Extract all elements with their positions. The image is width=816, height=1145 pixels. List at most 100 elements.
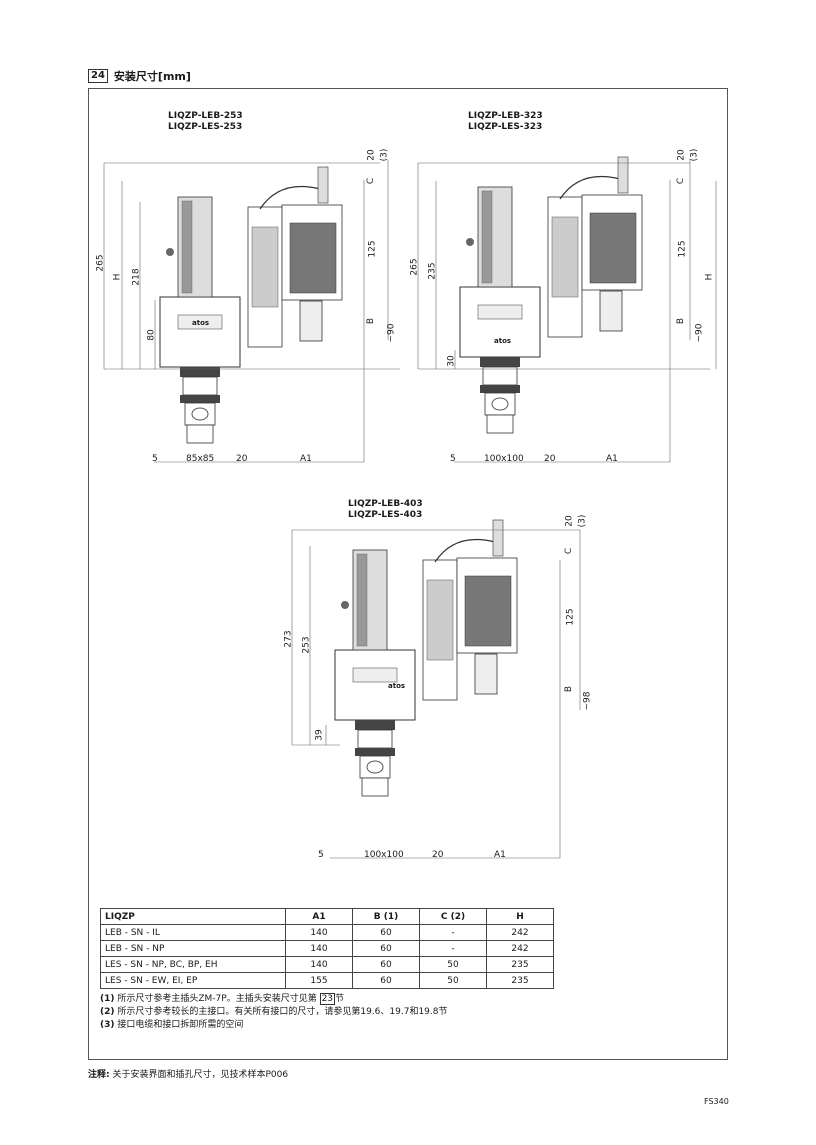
dim-b: B	[676, 317, 687, 325]
dim-h: H	[704, 273, 715, 281]
dim-base: 100x100	[364, 850, 404, 860]
dim-98: ~98	[582, 691, 593, 711]
drawing-frame	[88, 88, 728, 1060]
footnote-text: 关于安装界面和插孔尺寸，见技术样本P006	[109, 1070, 289, 1080]
dim-80: 80	[146, 329, 157, 341]
table-cell: 235	[486, 956, 554, 973]
table-cell: LES - SN - NP, BC, BP, EH	[100, 956, 286, 973]
note-suffix: 节	[335, 994, 345, 1004]
dim-20: 20	[676, 149, 687, 161]
dim-b: B	[564, 685, 575, 693]
model-name: LIQZP-LEB-253	[168, 111, 243, 121]
table-cell: 140	[285, 940, 353, 957]
table-cell: -	[419, 924, 487, 941]
dim-a1: A1	[494, 850, 506, 860]
table-cell: -	[419, 940, 487, 957]
dim-5: 5	[318, 850, 324, 860]
note-text: 所示尺寸参考较长的主接口。有关所有接口的尺寸，请参见第19.6、19.7和19.…	[114, 1007, 448, 1017]
note-prefix: (3)	[100, 1020, 115, 1030]
table-cell: 140	[285, 956, 353, 973]
note-text: 接口电缆和接口拆卸所需的空间	[114, 1020, 244, 1030]
model-name: LIQZP-LES-323	[468, 122, 543, 132]
brand-label: atos	[192, 319, 210, 327]
dim-20b: 20	[432, 850, 444, 860]
model-name: LIQZP-LEB-403	[348, 499, 423, 509]
table-cell: LEB - SN - IL	[100, 924, 286, 941]
dim-3: (3)	[689, 148, 700, 162]
dim-125: 125	[677, 240, 688, 258]
dim-20: 20	[564, 515, 575, 527]
dim-125: 125	[565, 608, 576, 626]
technical-drawings	[103, 156, 717, 859]
note-2: (2) 所示尺寸参考较长的主接口。有关所有接口的尺寸，请参见第19.6、19.7…	[100, 1006, 447, 1019]
table-cell: 155	[285, 972, 353, 989]
footnote: 注释: 关于安装界面和插孔尺寸，见技术样本P006	[88, 1067, 288, 1080]
table-header: B (1)	[352, 908, 420, 925]
dim-90: ~90	[386, 323, 397, 343]
dimension-table: LIQZP A1 B (1) C (2) H LEB - SN - IL 140…	[100, 908, 554, 989]
section-ref: 23	[319, 993, 336, 1005]
table-header-row: LIQZP A1 B (1) C (2) H	[100, 908, 554, 925]
dim-3: (3)	[379, 148, 390, 162]
section-number: 24	[88, 69, 108, 83]
dim-20b: 20	[236, 454, 248, 464]
dim-265: 265	[409, 258, 420, 276]
note-text: 所示尺寸参考主插头ZM-7P。主插头安装尺寸见第	[114, 994, 320, 1004]
note-3: (3) 接口电缆和接口拆卸所需的空间	[100, 1019, 447, 1032]
dim-273: 273	[283, 630, 294, 648]
table-cell: 50	[419, 956, 487, 973]
model-label-323: LIQZP-LEB-323 LIQZP-LES-323	[468, 111, 543, 133]
table-cell: 60	[352, 940, 420, 957]
table-row: LES - SN - EW, EI, EP 155 60 50 235	[100, 972, 554, 989]
table-header: A1	[285, 908, 353, 925]
dim-c: C	[564, 547, 575, 555]
model-name: LIQZP-LEB-323	[468, 111, 543, 121]
model-name: LIQZP-LES-403	[348, 510, 423, 520]
dim-c: C	[366, 177, 377, 185]
dim-a1: A1	[300, 454, 312, 464]
dim-235: 235	[427, 262, 438, 280]
dim-90: ~90	[694, 323, 705, 343]
table-row: LEB - SN - NP 140 60 - 242	[100, 940, 554, 957]
dim-30: 30	[446, 355, 457, 367]
table-cell: 235	[486, 972, 554, 989]
brand-label: atos	[494, 337, 512, 345]
table-cell: LEB - SN - NP	[100, 940, 286, 957]
note-prefix: (2)	[100, 1007, 115, 1017]
dim-265: 265	[95, 254, 106, 272]
dim-b: B	[366, 317, 377, 325]
dim-3: (3)	[577, 514, 588, 528]
dim-h: H	[112, 273, 123, 281]
dim-5: 5	[152, 454, 158, 464]
table-row: LEB - SN - IL 140 60 - 242	[100, 924, 554, 941]
dim-base: 85x85	[186, 454, 215, 464]
note-prefix: (1)	[100, 994, 115, 1004]
dim-a1: A1	[606, 454, 618, 464]
table-cell: 50	[419, 972, 487, 989]
table-cell: 242	[486, 924, 554, 941]
table-cell: 60	[352, 924, 420, 941]
dim-39: 39	[314, 729, 325, 741]
dim-5: 5	[450, 454, 456, 464]
dim-253: 253	[301, 636, 312, 654]
table-cell: 242	[486, 940, 554, 957]
table-cell: LES - SN - EW, EI, EP	[100, 972, 286, 989]
table-header: H	[486, 908, 554, 925]
brand-label: atos	[388, 682, 406, 690]
table-cell: 140	[285, 924, 353, 941]
dim-20b: 20	[544, 454, 556, 464]
section-header: 24 安装尺寸[mm]	[88, 68, 191, 84]
dim-218: 218	[131, 268, 142, 286]
table-cell: 60	[352, 972, 420, 989]
model-name: LIQZP-LES-253	[168, 122, 243, 132]
table-row: LES - SN - NP, BC, BP, EH 140 60 50 235	[100, 956, 554, 973]
footnote-label: 注释:	[88, 1070, 110, 1080]
model-label-253: LIQZP-LEB-253 LIQZP-LES-253	[168, 111, 243, 133]
model-label-403: LIQZP-LEB-403 LIQZP-LES-403	[348, 499, 423, 521]
page-code: FS340	[704, 1097, 729, 1106]
dim-c: C	[676, 177, 687, 185]
dim-125: 125	[367, 240, 378, 258]
section-title: 安装尺寸[mm]	[113, 70, 191, 83]
